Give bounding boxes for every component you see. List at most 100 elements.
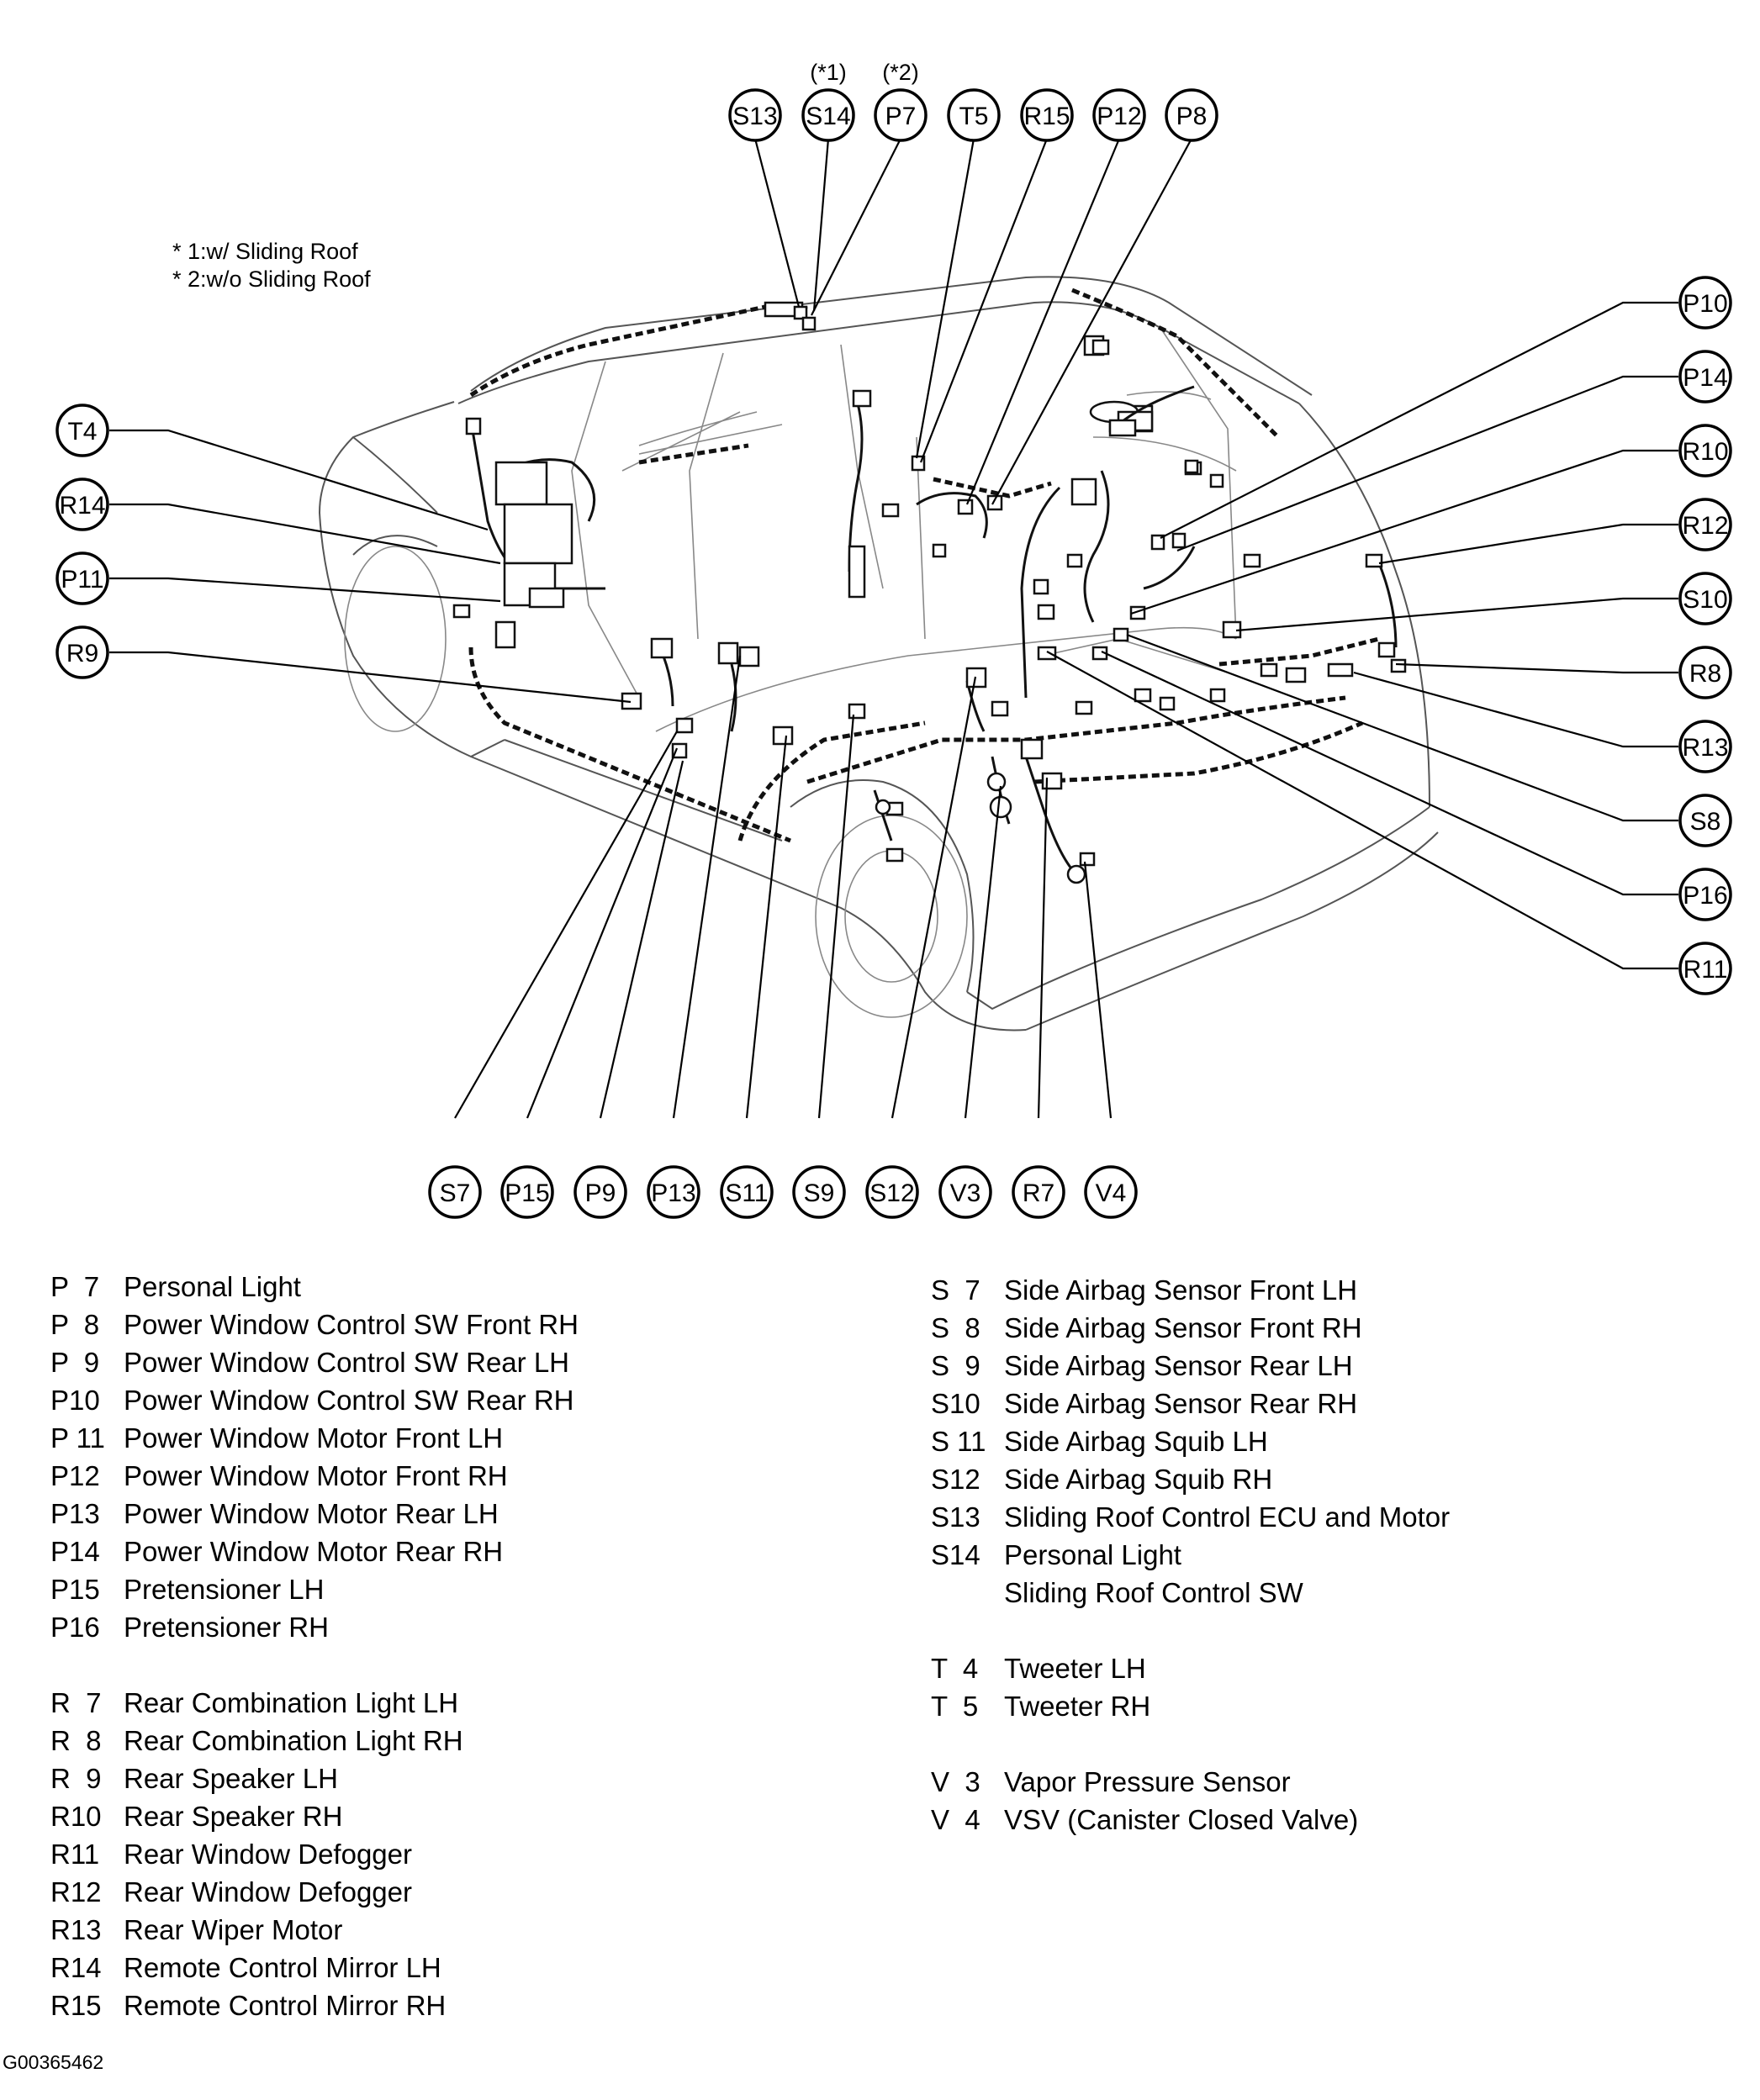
leader-lines <box>109 138 1678 1119</box>
legend-name: Side Airbag Sensor Front RH <box>1004 1312 1362 1343</box>
legend-code: S 9 <box>931 1350 980 1381</box>
legend-code: S10 <box>931 1388 980 1419</box>
svg-text:P11: P11 <box>61 566 103 594</box>
legend-code: R11 <box>50 1839 100 1870</box>
callout-p10: P10 <box>1678 276 1732 330</box>
legend-name: Rear Combination Light RH <box>124 1725 463 1756</box>
callout-p9: P9 <box>573 1165 627 1219</box>
legend-code: P14 <box>50 1536 100 1567</box>
legend-name: Tweeter LH <box>1004 1653 1146 1684</box>
legend-name: Personal Light <box>1004 1539 1181 1570</box>
legend-name: Power Window Motor Rear RH <box>124 1536 504 1567</box>
footnote-1: * 1:w/ Sliding Roof <box>172 239 358 264</box>
svg-text:R11: R11 <box>1683 956 1728 984</box>
callouts: S13 S14 P7 T5 R15 P12 P8 T4 R14 P11 R9 P… <box>55 60 1732 1219</box>
svg-text:P10: P10 <box>1683 290 1727 318</box>
callout-s10: S10 <box>1678 572 1732 625</box>
callout-r15: R15 <box>1020 88 1074 142</box>
legend-code: R 7 <box>50 1687 102 1718</box>
legend-code: P 11 <box>50 1422 105 1454</box>
connectors <box>452 301 1407 884</box>
legend-name: Sliding Roof Control ECU and Motor <box>1004 1501 1451 1533</box>
legend-code: R12 <box>50 1876 102 1907</box>
callout-r11: R11 <box>1678 942 1732 995</box>
legend-name: Remote Control Mirror RH <box>124 1990 447 2021</box>
legend-name: Sliding Roof Control SW <box>1004 1577 1303 1608</box>
svg-text:S12: S12 <box>869 1179 914 1207</box>
svg-text:R14: R14 <box>59 492 105 520</box>
callout-p14: P14 <box>1678 350 1732 404</box>
legend-spacer <box>931 1725 1450 1763</box>
legend-row: Sliding Roof Control SW <box>931 1574 1450 1612</box>
svg-text:R13: R13 <box>1682 734 1728 762</box>
legend-name: Rear Combination Light LH <box>124 1687 459 1718</box>
legend-code: P16 <box>50 1612 100 1643</box>
callout-v4: V4 <box>1084 1165 1138 1219</box>
legend-name: Pretensioner LH <box>124 1574 325 1605</box>
svg-text:S7: S7 <box>440 1179 471 1207</box>
legend-row: R 8 Rear Combination Light RH <box>50 1722 579 1760</box>
legend-name: Side Airbag Squib RH <box>1004 1464 1273 1495</box>
svg-text:P8: P8 <box>1176 103 1208 130</box>
callout-r9: R9 <box>55 625 109 679</box>
legend-code: S 7 <box>931 1274 980 1306</box>
callout-r13: R13 <box>1678 720 1732 773</box>
svg-text:R15: R15 <box>1023 103 1070 130</box>
legend-code: R14 <box>50 1952 102 1983</box>
legend-spacer <box>931 1612 1450 1649</box>
legend-code: S 11 <box>931 1426 986 1457</box>
svg-text:R8: R8 <box>1689 660 1721 688</box>
callout-t5: T5 <box>947 88 1001 142</box>
svg-text:R9: R9 <box>66 640 98 667</box>
legend-code: P 7 <box>50 1271 100 1302</box>
callout-p15: P15 <box>500 1165 554 1219</box>
p7-footnote-mark: (*2) <box>882 60 919 85</box>
legend-right: S 7 Side Airbag Sensor Front LH S 8 Side A… <box>931 1271 1450 1839</box>
callout-s14: S14 <box>801 88 855 142</box>
legend-name: Tweeter RH <box>1004 1691 1151 1722</box>
legend-code: S 8 <box>931 1312 980 1343</box>
legend-name: Vapor Pressure Sensor <box>1004 1766 1291 1797</box>
legend-name: Side Airbag Sensor Front LH <box>1004 1274 1358 1306</box>
callout-v3: V3 <box>938 1165 992 1219</box>
legend-name: Power Window Motor Front LH <box>124 1422 504 1454</box>
legend-row: P 11 Power Window Motor Front LH <box>50 1419 579 1457</box>
legend-name: Pretensioner RH <box>124 1612 329 1643</box>
legend-code: S13 <box>931 1501 980 1533</box>
svg-text:R10: R10 <box>1682 438 1728 466</box>
callout-p16: P16 <box>1678 868 1732 921</box>
legend-code: P13 <box>50 1498 100 1529</box>
legend-row: R 7 Rear Combination Light LH <box>50 1684 579 1722</box>
legend-spacer <box>50 1646 579 1684</box>
legend-name: Rear Speaker RH <box>124 1801 343 1832</box>
svg-text:T5: T5 <box>959 103 988 130</box>
callout-s13: S13 <box>728 88 782 142</box>
legend-code: R 8 <box>50 1725 102 1756</box>
car-body-outline <box>319 276 1439 1032</box>
svg-text:R7: R7 <box>1023 1179 1054 1207</box>
svg-text:P15: P15 <box>505 1179 549 1207</box>
legend-code <box>931 1574 1004 1612</box>
svg-text:T4: T4 <box>67 418 97 446</box>
legend-name: Rear Window Defogger <box>124 1876 412 1907</box>
legend-row: P14 Power Window Motor Rear RH <box>50 1533 579 1570</box>
